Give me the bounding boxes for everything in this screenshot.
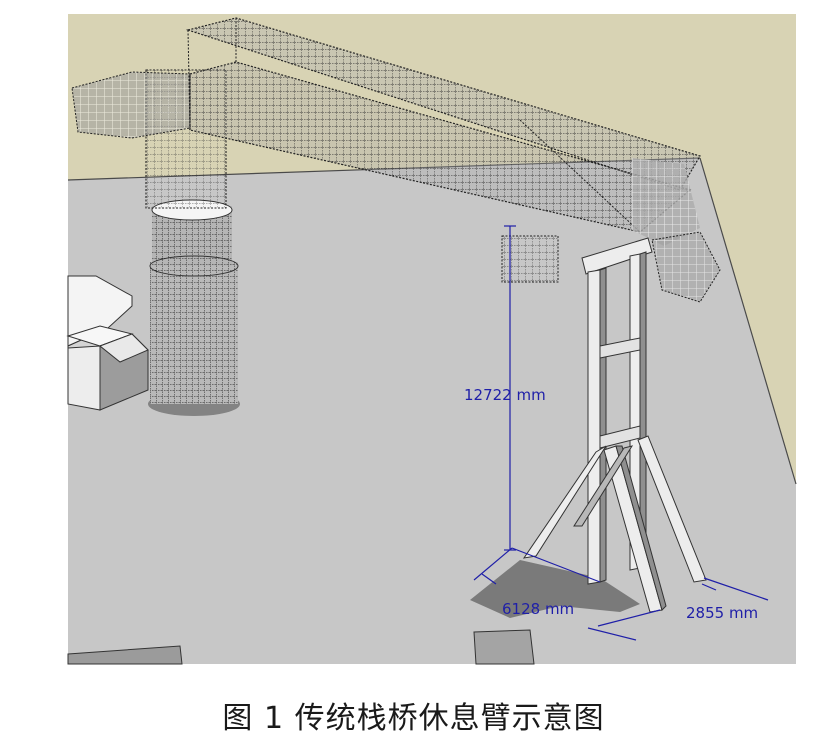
dimension-label-height: 12722 mm [464,386,546,404]
wireframe-arm [71,17,721,303]
frame-shadow [470,560,640,618]
cylinder-tower [145,69,240,416]
foreground-block-right [473,629,535,665]
dim-depth-line [597,609,661,627]
dimension-label-width: 6128 mm [502,600,575,618]
foreground-block-left [67,645,183,665]
scene-3d-drawing [66,14,797,665]
figure-caption: 图 1 传统栈桥休息臂示意图 [222,701,605,736]
dim-width-line [511,547,601,583]
floor-edge-right [699,157,797,485]
dimension-label-depth: 2855 mm [686,604,759,622]
dimension-lines [473,225,769,641]
white-blocks [66,275,149,411]
floor [68,158,796,664]
support-frame [522,237,707,613]
